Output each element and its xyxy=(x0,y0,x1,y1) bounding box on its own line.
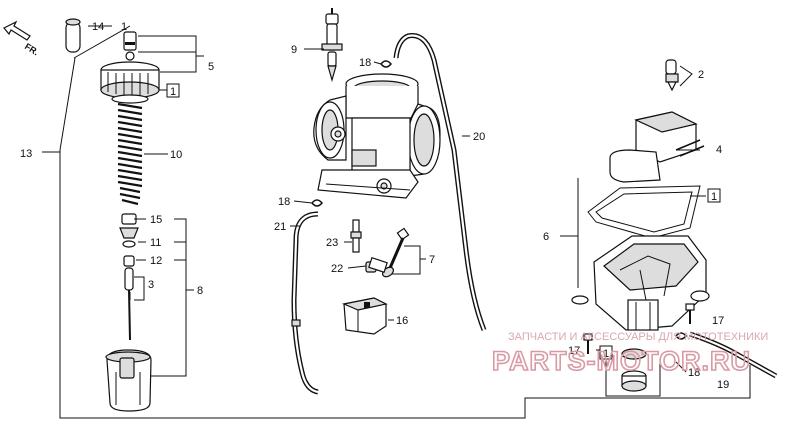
part-4-bracket-icon xyxy=(609,111,705,183)
label-part-10: 10 xyxy=(170,149,182,161)
part-2-valve-icon xyxy=(665,59,679,92)
watermark-logo: PARTS-MOTOR.RU xyxy=(492,346,751,376)
label-part-13: 13 xyxy=(20,148,32,160)
label-part-18-mid: 18 xyxy=(278,196,290,208)
label-part-4: 4 xyxy=(716,144,722,156)
label-part-1: 1 xyxy=(121,21,127,33)
marker-box-1-right xyxy=(707,188,721,203)
part-22-slow-jet-icon xyxy=(365,257,388,273)
label-part-3: 3 xyxy=(148,279,154,291)
part-18-clip-top-icon xyxy=(380,60,392,68)
label-part-17-right: 17 xyxy=(712,315,724,327)
label-part-17-left: 17 xyxy=(568,345,580,357)
label-part-22: 22 xyxy=(331,263,343,275)
part-17-screw-left-icon xyxy=(583,333,593,354)
label-part-18-top: 18 xyxy=(359,57,371,69)
label-part-19: 19 xyxy=(717,379,729,391)
label-part-21: 21 xyxy=(274,221,286,233)
assembly-boundary-line xyxy=(59,57,751,419)
label-part-1-box-right: 1 xyxy=(711,191,717,203)
label-part-20: 20 xyxy=(473,131,485,143)
throttle-valve-icon xyxy=(105,349,152,412)
label-part-18-bottom: 18 xyxy=(688,367,700,379)
carburetor-top-cap-icon xyxy=(100,61,160,104)
label-part-14: 14 xyxy=(92,21,104,33)
label-part-15: 15 xyxy=(150,214,162,226)
part-10-spring-icon xyxy=(117,102,143,206)
part-18-clip-bottom-icon xyxy=(675,332,687,340)
needle-holder-parts-icon xyxy=(119,213,139,291)
label-part-5: 5 xyxy=(208,61,214,73)
part-21-overflow-hose-icon xyxy=(291,211,319,395)
float-bowl-icon xyxy=(571,235,710,331)
part-16-float-icon xyxy=(341,297,388,335)
part-17-screw-right-icon xyxy=(685,303,695,324)
leader-lines xyxy=(73,25,706,397)
drain-plug-icon xyxy=(621,348,647,392)
label-part-2: 2 xyxy=(698,69,704,81)
label-part-16: 16 xyxy=(396,315,408,327)
label-part-23: 23 xyxy=(326,237,338,249)
label-part-7: 7 xyxy=(429,254,435,266)
part-14-cap-icon xyxy=(65,18,81,53)
label-part-6: 6 xyxy=(543,231,549,243)
watermark-caption: ЗАПЧАСТИ И АКСЕССУАРЫ ДЛЯ МОТОТЕХНИКИ xyxy=(508,331,768,343)
part-9-screw-assembly-icon xyxy=(321,8,343,83)
label-part-8: 8 xyxy=(197,285,203,297)
part-18-clip-mid-icon xyxy=(311,199,323,207)
label-part-11: 11 xyxy=(150,237,161,249)
part-23-jet-holder-icon xyxy=(350,219,362,253)
front-arrow-icon: FR. xyxy=(3,20,41,57)
marker-box-1-bottom xyxy=(599,345,613,360)
label-part-12: 12 xyxy=(150,255,162,267)
label-part-9: 9 xyxy=(291,44,297,56)
part-6-gasket-icon xyxy=(587,185,701,239)
jet-needle-icon xyxy=(128,289,131,341)
part-5-adjuster-icon xyxy=(123,31,137,61)
label-part-1-box-bottom: 1 xyxy=(603,348,609,360)
front-arrow-label: FR. xyxy=(23,41,41,57)
label-part-1-box-left: 1 xyxy=(170,86,176,98)
carburetor-body-icon xyxy=(313,73,441,199)
marker-box-1-left xyxy=(166,83,180,98)
